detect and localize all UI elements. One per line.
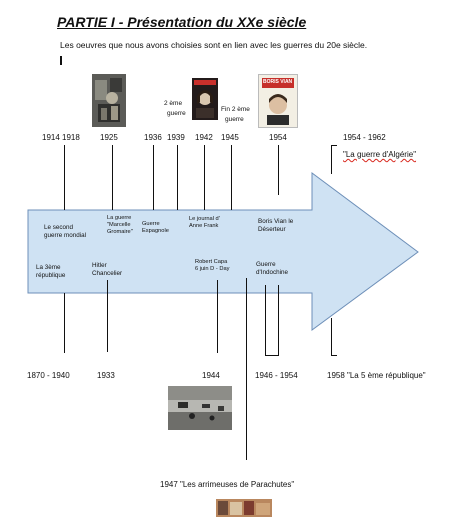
date-1914-1918: 1914 1918 bbox=[42, 133, 80, 142]
timeline-arrow-shape bbox=[27, 172, 419, 331]
tick-bracket-1946 bbox=[265, 355, 279, 356]
event-republique-line2: république bbox=[36, 272, 66, 279]
date-1925: 1925 bbox=[100, 133, 118, 142]
date-1936: 1936 bbox=[144, 133, 162, 142]
event-marcelle-line3: Gromaire" bbox=[107, 229, 133, 235]
date-1954: 1954 bbox=[269, 133, 287, 142]
date-1939: 1939 bbox=[167, 133, 185, 142]
event-espagnole-line1: Guerre bbox=[142, 221, 160, 227]
event-troisieme-republique: La 3ème république bbox=[36, 264, 65, 280]
tick-line-1945 bbox=[231, 145, 232, 210]
event-boris-vian: Boris Vian le Déserteur bbox=[258, 218, 293, 234]
event-anne-line1: Le journal d' bbox=[189, 216, 220, 222]
tick-line-1914 bbox=[64, 145, 65, 210]
tick-line-1944 bbox=[217, 280, 218, 353]
tick-line-1870 bbox=[64, 293, 65, 353]
event-republique-line1: La 3ème bbox=[36, 264, 61, 271]
event-robert-capa: Robert Capa 6 juin D - Day bbox=[195, 259, 229, 273]
second-war-note-line2: guerre bbox=[167, 110, 186, 117]
date-1958-cinquieme-republique: 1958 "La 5 ème république" bbox=[327, 371, 426, 380]
second-war-note: 2 ème bbox=[164, 99, 182, 108]
event-hitler-line2: Chancelier bbox=[92, 270, 123, 277]
algerie-war-note: "La guerre d'Algérie" bbox=[343, 150, 416, 159]
event-anne-frank: Le journal d' Anne Frank bbox=[189, 216, 220, 230]
event-marcelle-line2: "Marcelle bbox=[107, 222, 131, 228]
end-war-note-line2: guerre bbox=[225, 116, 244, 123]
event-hitler-line1: Hitler bbox=[92, 262, 107, 269]
marcelle-gromaire-painting-image bbox=[92, 74, 126, 127]
tick-line-1939 bbox=[177, 145, 178, 210]
anne-frank-book-image bbox=[192, 78, 218, 120]
date-1946-1954: 1946 - 1954 bbox=[255, 371, 298, 380]
event-second-war-line1: Le second bbox=[44, 224, 74, 231]
tick-line-1933 bbox=[107, 280, 108, 352]
tick-line-1954 bbox=[278, 145, 279, 195]
dday-photo-image bbox=[168, 386, 232, 430]
end-war-note-line1: Fin 2 ème bbox=[221, 106, 250, 113]
event-marcelle-gromaire: La guerre "Marcelle Gromaire" bbox=[107, 215, 133, 236]
event-vian-line2: Déserteur bbox=[258, 226, 286, 233]
tick-line-1947 bbox=[246, 278, 247, 460]
event-capa-line2: 6 juin D - Day bbox=[195, 266, 230, 272]
event-anne-line2: Anne Frank bbox=[189, 223, 219, 229]
page-title: PARTIE I - Présentation du XXe siècle bbox=[57, 14, 307, 30]
event-vian-line1: Boris Vian le bbox=[258, 218, 294, 225]
arrimeuses-painting-image bbox=[216, 499, 272, 517]
tick-line-1936 bbox=[153, 145, 154, 210]
second-war-note-line1: 2 ème bbox=[164, 100, 183, 107]
tick-line-1958 bbox=[331, 318, 332, 355]
tick-line-1954-1962 bbox=[331, 145, 332, 174]
tick-line-1946-b bbox=[278, 285, 279, 355]
event-capa-line1: Robert Capa bbox=[195, 259, 228, 265]
event-indochine-line2: d'Indochine bbox=[256, 269, 289, 276]
date-1870-1940: 1870 - 1940 bbox=[27, 371, 70, 380]
text-cursor bbox=[60, 56, 62, 65]
date-1945: 1945 bbox=[221, 133, 239, 142]
event-guerre-espagnole: Guerre Espagnole bbox=[142, 221, 169, 235]
algerie-war-text: "La guerre d'Algérie" bbox=[343, 150, 417, 159]
event-hitler-chancelier: Hitler Chancelier bbox=[92, 262, 122, 278]
tick-cap-1954-1962 bbox=[331, 145, 337, 146]
page-subtitle: Les oeuvres que nous avons choisies sont… bbox=[60, 40, 368, 50]
event-indochine-line1: Guerre bbox=[256, 261, 276, 268]
event-marcelle-line1: La guerre bbox=[107, 215, 132, 221]
tick-line-1942 bbox=[204, 145, 205, 210]
tick-line-1946-a bbox=[265, 285, 266, 355]
boris-vian-cover-image: BORIS VIAN bbox=[258, 74, 298, 128]
tick-line-1925 bbox=[112, 145, 113, 210]
date-1954-1962: 1954 - 1962 bbox=[343, 133, 386, 142]
vian-cover-label: BORIS VIAN bbox=[263, 79, 293, 85]
date-1944: 1944 bbox=[202, 371, 220, 380]
event-second-war: Le second guerre mondial bbox=[44, 224, 86, 240]
event-second-war-line2: guerre mondial bbox=[44, 232, 87, 239]
event-guerre-indochine: Guerre d'Indochine bbox=[256, 261, 288, 277]
event-espagnole-line2: Espagnole bbox=[142, 228, 169, 234]
date-1947-arrimeuses: 1947 "Les arrimeuses de Parachutes" bbox=[160, 480, 295, 489]
date-1942: 1942 bbox=[195, 133, 213, 142]
date-1933: 1933 bbox=[97, 371, 115, 380]
tick-cap-1958 bbox=[331, 355, 337, 356]
